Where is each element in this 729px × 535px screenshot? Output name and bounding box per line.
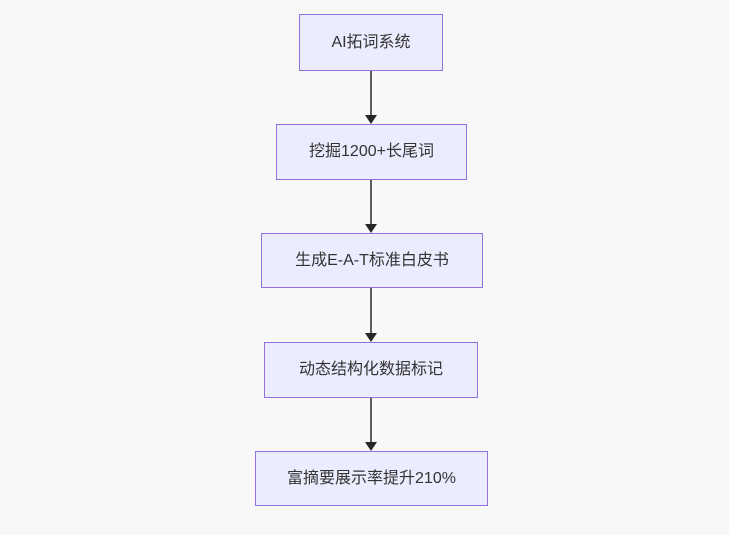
flow-node-generate-eat-whitepaper: 生成E-A-T标准白皮书 xyxy=(261,233,483,288)
node-label: 动态结构化数据标记 xyxy=(298,361,443,379)
edge-n3-n4 xyxy=(364,398,378,451)
flow-node-dynamic-structured-data: 动态结构化数据标记 xyxy=(264,342,478,398)
flow-node-ai-expand-system: AI拓词系统 xyxy=(299,14,443,71)
node-label: AI拓词系统 xyxy=(331,33,411,51)
edge-n2-n3 xyxy=(364,288,378,342)
edge-line xyxy=(370,180,372,224)
edge-line xyxy=(370,398,372,442)
node-label: 挖掘1200+长尾词 xyxy=(309,143,434,161)
flow-node-mine-longtail-keywords: 挖掘1200+长尾词 xyxy=(276,124,467,180)
flow-node-rich-snippet-rate: 富摘要展示率提升210% xyxy=(255,451,488,506)
edge-line xyxy=(370,71,372,115)
arrowhead-down-icon xyxy=(365,115,377,124)
arrowhead-down-icon xyxy=(365,333,377,342)
node-label: 生成E-A-T标准白皮书 xyxy=(295,251,449,269)
node-label: 富摘要展示率提升210% xyxy=(287,469,456,487)
edge-line xyxy=(370,288,372,333)
edge-n0-n1 xyxy=(364,71,378,124)
edge-n1-n2 xyxy=(364,180,378,233)
arrowhead-down-icon xyxy=(365,224,377,233)
arrowhead-down-icon xyxy=(365,442,377,451)
